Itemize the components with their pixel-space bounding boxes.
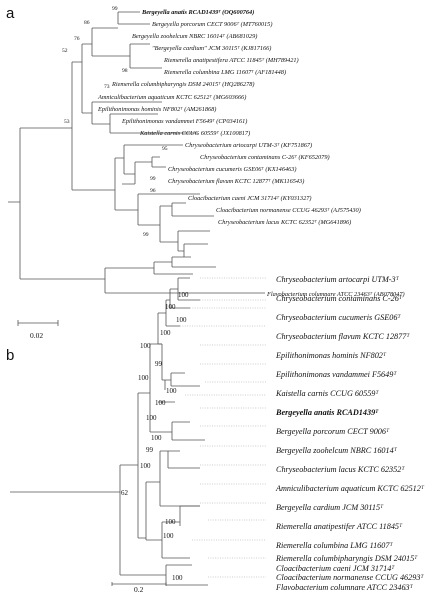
bootstrap-value: 62	[121, 489, 129, 497]
bootstrap-value: 100	[172, 574, 183, 582]
panel-b-taxon-label: Chryseobacterium flavum KCTC 12877ᵀ	[276, 332, 410, 341]
bootstrap-value: 100	[165, 303, 176, 311]
panel-b-taxon-label: Riemerella columbipharyngis DSM 24015ᵀ	[275, 554, 418, 563]
bootstrap-value: 100	[151, 434, 162, 442]
bootstrap-value: 99	[143, 232, 149, 238]
panel-a-taxon-label: Amniculibacterium aquaticum KCTC 62512ᵀ …	[97, 94, 246, 101]
panel-a-taxon-label: Flavobacterium columnare ATCC 23463ᵀ (AB…	[266, 291, 405, 298]
panel-b-taxon-label: Riemerella columbina LMG 11607ᵀ	[275, 541, 393, 550]
panel-a-taxon-label: Epilithonimonas vandammei F5649ᵀ (CP0341…	[121, 118, 247, 125]
bootstrap-value: 100	[140, 342, 151, 350]
panel-b-taxon-label: Flavobacterium columnare ATCC 23463ᵀ	[275, 583, 414, 592]
panel-a-taxon-label: Chryseobacterium lacus KCTC 62352ᵀ (MG64…	[218, 219, 351, 226]
panel-a-scale-bar: 0.02	[17, 320, 59, 340]
panel-b-taxon-label: Epilithonimonas hominis NF802ᵀ	[275, 351, 387, 360]
bootstrap-value: 100	[178, 291, 189, 299]
panel-b-taxon-label: Cloacibacterium normanense CCUG 46293ᵀ	[276, 573, 424, 582]
panel-b-taxon-label: Chryseobacterium artocarpi UTM-3ᵀ	[276, 275, 400, 284]
panel-a-taxon-label: Bergeyella zoohelcum NBRC 16014ᵀ (AB6810…	[132, 33, 257, 40]
panel-a-taxon-label: Chryseobacterium cucumeris GSE06ᵀ (KX146…	[168, 166, 297, 173]
bootstrap-value: 100	[165, 518, 176, 526]
panel-b-taxon-label: Bergeyella porcorum CECT 9006ᵀ	[276, 427, 390, 436]
panel-a-scale-label: 0.02	[30, 331, 43, 340]
panel-b-taxon-label: Cloacibacterium caeni JCM 31714ᵀ	[276, 564, 395, 573]
bootstrap-value: 99	[150, 176, 156, 182]
panel-a-bootstrap-values: 99 86 76 52 98 73 53 95 99 96 99	[62, 6, 168, 238]
panel-b-taxon-label: Epilithonimonas vandammei F5649ᵀ	[275, 370, 397, 379]
bootstrap-value: 100	[155, 399, 166, 407]
panel-a-taxon-label: Cloacibacterium caeni JCM 31714ᵀ (KY0313…	[188, 195, 311, 202]
bootstrap-value: 100	[146, 414, 157, 422]
panel-b: b	[6, 275, 425, 592]
panel-a-taxon-label: Epilithonimonas hominis NF802ᵀ (AM261868…	[97, 106, 216, 113]
panel-b-taxon-label: Chryseobacterium lacus KCTC 62352ᵀ	[276, 465, 405, 474]
panel-b-taxon-label: Bergeyella anatis RCAD1439ᵀ	[275, 408, 379, 417]
bootstrap-value: 95	[162, 146, 168, 152]
panel-b-taxon-label: Chryseobacterium cucumeris GSE06ᵀ	[276, 313, 401, 322]
panel-b-letter: b	[6, 347, 14, 364]
panel-a-taxon-label: Bergeyella anatis RCAD1439ᵀ (OQ600764)	[141, 9, 254, 16]
panel-a-taxon-label: Bergeyella porcorum CECT 9006ᵀ (MT760015…	[152, 21, 272, 28]
bootstrap-value: 100	[160, 329, 171, 337]
panel-b-taxon-label: Bergeyella cardium JCM 30115ᵀ	[276, 503, 384, 512]
panel-a-taxon-label: Riemerella columbina LMG 11607ᵀ (AF18144…	[163, 69, 286, 76]
panel-a-taxon-label: Chryseobacterium artocarpi UTM-3ᵀ (KF751…	[185, 142, 312, 149]
bootstrap-value: 53	[64, 119, 70, 125]
bootstrap-value: 100	[140, 462, 151, 470]
panel-a-taxon-label: Chryseobacterium flavum KCTC 12877ᵀ (MK1…	[168, 178, 304, 185]
bootstrap-value: 96	[150, 188, 156, 194]
panel-a-letter: a	[6, 5, 15, 22]
bootstrap-value: 52	[62, 48, 68, 54]
panel-a-taxon-label: "Bergeyella cardium" JCM 30115ᵀ (KJ81716…	[152, 45, 271, 52]
bootstrap-value: 86	[84, 20, 90, 26]
panel-b-taxon-label: Kaistella carnis CCUG 60559ᵀ	[275, 389, 379, 398]
panel-b-taxon-label: Bergeyella zoohelcum NBRC 16014ᵀ	[276, 446, 398, 455]
panel-b-scale-label: 0.2	[134, 585, 144, 593]
panel-b-taxa: Chryseobacterium artocarpi UTM-3ᵀ Chryse…	[275, 275, 425, 592]
bootstrap-value: 73	[104, 84, 110, 90]
panel-a-taxon-label: Chryseobacterium contaminans C-26ᵀ (KF65…	[200, 154, 330, 161]
panel-a-taxa: Bergeyella anatis RCAD1439ᵀ (OQ600764) B…	[97, 9, 405, 298]
bootstrap-value: 99	[112, 6, 118, 12]
panel-a-taxon-label: Kaistella carnis CCUG 60559ᵀ (JX100817)	[139, 130, 250, 137]
bootstrap-value: 100	[166, 387, 177, 395]
panel-b-leaders	[180, 277, 266, 578]
panel-a-taxon-label: Cloacibacterium normanense CCUG 46293ᵀ (…	[216, 207, 361, 214]
bootstrap-value: 100	[163, 532, 174, 540]
bootstrap-value: 99	[146, 446, 154, 454]
bootstrap-value: 100	[138, 374, 149, 382]
panel-b-taxon-label: Riemerella anatipestifer ATCC 11845ᵀ	[275, 522, 403, 531]
bootstrap-value: 98	[122, 68, 128, 74]
panel-a-branches	[8, 11, 265, 294]
panel-b-scale-bar: 0.2	[111, 582, 167, 593]
panel-a-taxon-label: Riemerella columbipharyngis DSM 24015ᵀ (…	[111, 81, 254, 88]
panel-b-taxon-label: Amniculibacterium aquaticum KCTC 62512ᵀ	[275, 484, 425, 493]
bootstrap-value: 76	[74, 36, 80, 42]
panel-b-taxon-label: Chryseobacterium contaminans C-26ᵀ	[276, 294, 403, 303]
panel-b-bootstrap-values: 100 100 100 100 100 99 100 100 100 100 1…	[121, 291, 189, 582]
panel-a: a	[6, 5, 405, 340]
bootstrap-value: 99	[155, 360, 163, 368]
panel-b-branches	[10, 277, 208, 586]
bootstrap-value: 100	[176, 316, 187, 324]
panel-a-taxon-label: Riemerella anatipestifera ATCC 11845ᵀ (M…	[163, 57, 299, 64]
